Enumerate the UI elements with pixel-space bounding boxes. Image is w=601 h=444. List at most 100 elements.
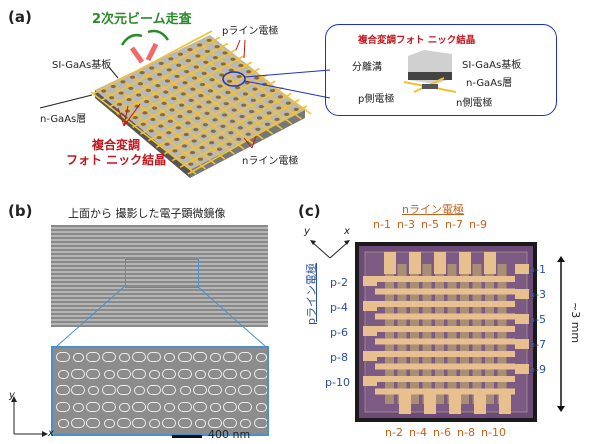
p-line-electrode — [119, 77, 226, 160]
photonic-crystal-cell — [132, 116, 139, 120]
photonic-crystal-cell — [284, 112, 290, 116]
photonic-hole — [86, 401, 101, 412]
p-left-label: p-4 — [330, 301, 348, 314]
zoom-connector-lines — [56, 285, 266, 347]
photonic-crystal-cell — [161, 101, 167, 106]
photonic-crystal-cell — [250, 98, 256, 102]
photonic-crystal-cell — [144, 99, 150, 104]
n-line-electrode — [155, 80, 276, 149]
photonic-crystal-cell — [236, 137, 242, 141]
photonic-crystal-cell — [260, 93, 266, 98]
photonic-crystal-cell — [229, 119, 236, 123]
p-left-label: p-8 — [330, 351, 348, 364]
photonic-crystal-cell — [118, 91, 124, 95]
photonic-hole — [192, 385, 207, 395]
p-pad-left — [363, 276, 377, 286]
zoom-region-box — [125, 259, 199, 288]
sem-title: 上面から 撮影した電子顕微鏡像 — [68, 207, 226, 220]
photonic-crystal-cell — [176, 63, 182, 67]
photonic-hole — [147, 385, 162, 395]
xy-axis-icon-c — [310, 240, 350, 259]
device-illustration — [39, 29, 331, 178]
photonic-hole — [149, 419, 161, 428]
photonic-hole — [56, 401, 70, 412]
photonic-crystal-cell — [207, 89, 214, 93]
photonic-crystal-cell — [177, 52, 184, 56]
photonic-crystal-cell — [197, 157, 204, 161]
p-right-label: p-1 — [528, 263, 546, 276]
photonic-crystal-cell — [156, 72, 163, 77]
photonic-crystal-cell — [188, 162, 194, 166]
substrate-side-left — [95, 90, 190, 178]
photonic-crystal-cell — [187, 48, 193, 52]
photonic-crystal-cell — [226, 79, 233, 83]
photonic-crystal-cell — [228, 131, 234, 135]
xy-axis-icon-b — [11, 396, 48, 437]
photonic-hole — [164, 402, 176, 412]
size-dimension-arrow — [557, 256, 565, 412]
n-top-label: n-9 — [469, 218, 487, 231]
n-line-trace — [485, 264, 494, 404]
photonic-hole — [132, 368, 146, 379]
photonic-hole — [73, 353, 85, 362]
photonic-crystal-cell — [269, 88, 276, 93]
photonic-hole — [253, 418, 267, 428]
photonic-crystal-cell — [247, 121, 253, 125]
pointer-arrows — [39, 65, 119, 109]
photonic-crystal-cell — [214, 106, 220, 111]
photonic-crystal-cell — [228, 68, 234, 72]
photonic-crystal-cell — [151, 106, 158, 110]
photonic-crystal-cell — [276, 106, 282, 110]
sem-zoom-image — [51, 346, 269, 436]
p-pad-right — [515, 339, 529, 349]
photonic-hole — [132, 352, 146, 362]
photonic-hole — [116, 385, 131, 395]
photonic-hole — [118, 353, 130, 362]
n-line-trace — [397, 264, 407, 404]
photonic-hole — [101, 352, 116, 362]
unit-cell-illustration — [403, 50, 457, 93]
photonic-crystal-label-2: フォト ニック結晶 — [66, 153, 167, 167]
photonic-hole — [73, 402, 85, 412]
photonic-crystal-cell — [140, 122, 146, 126]
photonic-crystal-cell — [193, 127, 199, 132]
photonic-hole — [177, 418, 192, 428]
photonic-crystal-cell — [274, 117, 280, 121]
photonic-crystal-cell — [185, 58, 191, 63]
photonic-crystal-cell — [186, 110, 193, 114]
n-pad-bottom — [449, 392, 461, 414]
inset-substrate-label: SI-GaAs基板 — [462, 60, 522, 71]
photonic-crystal-cell — [206, 38, 212, 43]
p-line-trace — [375, 388, 515, 395]
p-line-electrode — [157, 59, 264, 140]
p-pad-right — [515, 364, 529, 374]
photonic-crystal-cell — [212, 56, 219, 60]
photonic-crystal-cell — [166, 131, 172, 135]
photonic-crystal-cell — [252, 87, 258, 91]
n-line-trace — [385, 264, 394, 404]
photonic-crystal-cell — [202, 123, 209, 127]
photonic-crystal-cell — [254, 76, 260, 80]
n-top-label: n-7 — [445, 218, 463, 231]
beam-scan-label: 2次元ビーム走査 — [92, 12, 192, 27]
n-pad-bottom — [499, 392, 511, 414]
photonic-hole — [208, 418, 222, 428]
axis-y-label-c: y — [304, 226, 310, 237]
p-line-trace — [375, 301, 515, 307]
photonic-hole — [253, 368, 267, 379]
n-pad-top — [409, 252, 421, 274]
p-line-electrode — [167, 54, 274, 135]
n-pad-top — [434, 252, 446, 274]
photonic-crystal-cell — [158, 61, 164, 66]
photonic-crystal-cell — [226, 142, 232, 146]
p-line-trace — [375, 351, 515, 357]
p-pad-left — [363, 351, 377, 361]
photonic-crystal-cell — [268, 100, 274, 104]
n-line-trace — [497, 264, 507, 404]
photonic-hole — [177, 368, 192, 379]
n-top-label: n-1 — [373, 218, 391, 231]
photonic-hole — [238, 401, 253, 412]
photonic-crystal-cell — [258, 105, 264, 109]
substrate-label: SI-GaAs基板 — [52, 60, 112, 71]
photonic-crystal-cell — [158, 124, 164, 128]
